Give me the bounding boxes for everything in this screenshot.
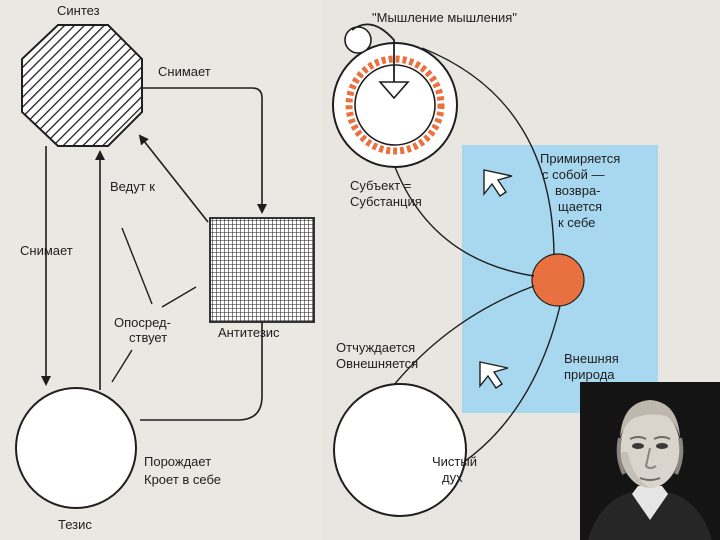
removes-top-label: Снимает — [158, 64, 211, 79]
triad-diagram: Синтез Антитезис Тезис Снимает Снимает В… — [0, 0, 322, 540]
thinking-of-thinking-title: "Мышление мышления" — [372, 10, 517, 25]
synthesis-label: Синтез — [57, 3, 100, 18]
external-nature-line1: Внешняя — [564, 351, 619, 366]
antithesis-square — [210, 218, 314, 322]
thesis-label: Тезис — [58, 517, 92, 532]
synthesis-octagon — [22, 25, 142, 146]
mediates-label-line2: ствует — [129, 330, 167, 345]
hegel-portrait-image — [580, 382, 720, 540]
external-nature-line2: природа — [564, 367, 615, 382]
hides-in-itself-label: Кроет в себе — [144, 472, 221, 487]
reconciles-line3: возвра- — [555, 183, 601, 198]
mediates-line-1 — [122, 228, 152, 304]
reconciles-line2: с собой — — [542, 167, 605, 182]
mediates-line-3 — [112, 350, 132, 382]
antithesis-label: Антитезис — [218, 325, 280, 340]
loop-circle — [345, 27, 371, 53]
removes-left-label: Снимает — [20, 243, 73, 258]
reconciles-line5: к себе — [558, 215, 595, 230]
mediates-label-line1: Опосред- — [114, 315, 171, 330]
pure-spirit-line2: дух — [442, 470, 463, 485]
reconciles-line4: щается — [558, 199, 602, 214]
removes-top-arrow — [142, 88, 262, 212]
thesis-circle — [16, 388, 136, 508]
reconciles-line1: Примиряется — [540, 151, 620, 166]
spirit-orange-circle — [532, 254, 584, 306]
pure-spirit-line1: Чистый — [432, 454, 477, 469]
alienated-line2: Овнешняется — [336, 356, 418, 371]
lead-to-label: Ведут к — [110, 179, 155, 194]
triad-diagram-panel: Синтез Антитезис Тезис Снимает Снимает В… — [0, 0, 322, 540]
pure-spirit-circle — [334, 384, 466, 516]
mediates-line-2 — [162, 287, 196, 307]
alienated-line1: Отчуждается — [336, 340, 415, 355]
subject-inner-circle — [355, 65, 435, 145]
subject-label-line1: Субъект = — [350, 178, 411, 193]
subject-label-line2: Субстанция — [350, 194, 422, 209]
generates-label: Порождает — [144, 454, 211, 469]
